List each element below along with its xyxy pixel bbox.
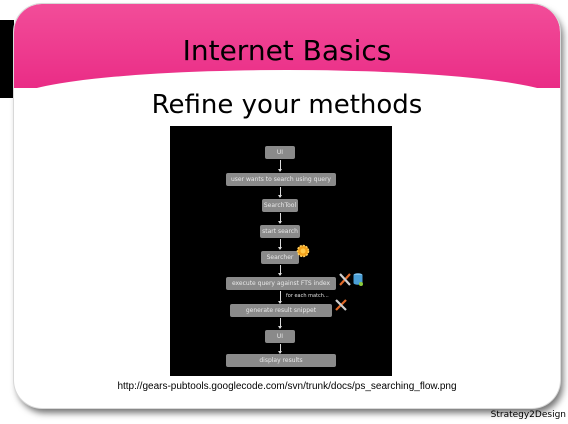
node-display-results: display results bbox=[226, 354, 336, 367]
node-start-search: start search bbox=[260, 225, 300, 238]
arrow bbox=[278, 344, 282, 354]
tool-db-icon bbox=[339, 273, 363, 286]
slide: Internet Basics Refine your methods UI u… bbox=[14, 4, 560, 408]
node-ui-bottom: UI bbox=[265, 330, 295, 343]
left-edge bbox=[0, 0, 14, 424]
arrow bbox=[278, 291, 282, 304]
arrow bbox=[278, 213, 282, 224]
arrow bbox=[278, 265, 282, 276]
node-generate-snippet: generate result snippet bbox=[230, 304, 332, 317]
slide-title: Internet Basics bbox=[182, 34, 392, 67]
left-edge-black-strip bbox=[0, 20, 14, 98]
arrow bbox=[278, 318, 282, 329]
sun-badge-icon bbox=[296, 244, 310, 258]
arrow bbox=[278, 239, 282, 250]
title-band-curve bbox=[14, 70, 560, 110]
node-user-query: user wants to search using query bbox=[226, 173, 336, 186]
arrow bbox=[278, 160, 282, 172]
node-searchtool: SearchTool bbox=[262, 199, 298, 212]
node-ui-top: UI bbox=[265, 146, 295, 159]
tool-icon bbox=[335, 299, 347, 311]
slide-subtitle: Refine your methods bbox=[151, 90, 423, 120]
image-source-caption: http://gears-pubtools.googlecode.com/svn… bbox=[117, 381, 457, 392]
node-searcher: Searcher bbox=[261, 251, 299, 264]
arrow bbox=[278, 187, 282, 198]
flow-diagram: UI user wants to search using query Sear… bbox=[170, 126, 392, 376]
node-execute-query: execute query against FTS index bbox=[226, 277, 336, 290]
footer-credit: Strategy2Design bbox=[490, 410, 566, 420]
loop-label: for each match... bbox=[286, 293, 329, 299]
